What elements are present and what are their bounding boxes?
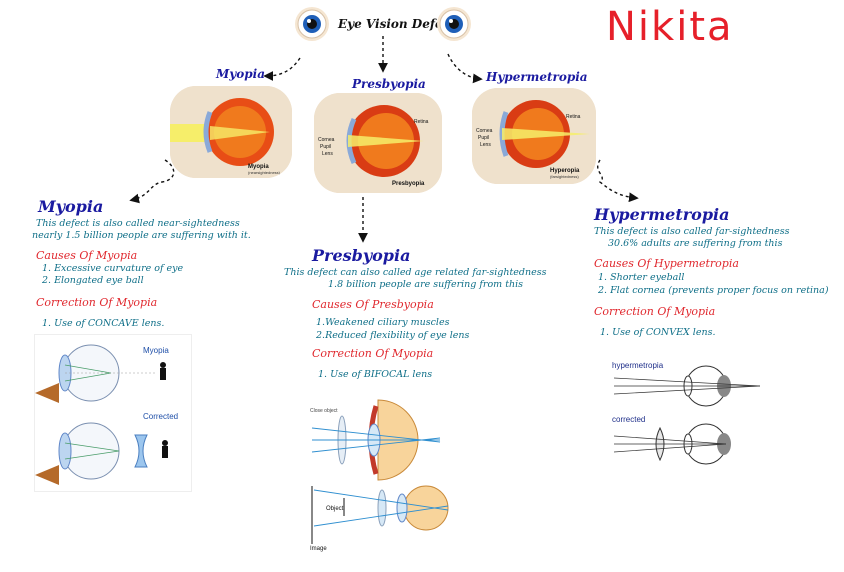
hypermetropia-correction-1: 1. Use of CONVEX lens. (600, 327, 716, 338)
myopia-desc-1: This defect is also called near-sightedn… (36, 218, 240, 229)
myopia-photo-subcaption: (nearsightedness) (248, 170, 281, 175)
myopia-correction-1: 1. Use of CONCAVE lens. (42, 318, 165, 329)
hypermetropia-correction-title: Correction Of Myopia (594, 305, 716, 318)
myopia-photo-caption: Myopia (248, 164, 269, 170)
hypermetropia-desc-2: 30.6% adults are suffering from this (608, 238, 783, 249)
hypermetropia-causes-title: Causes Of Hypermetropia (594, 257, 739, 270)
presbyopia-photo-retina: Retina (414, 119, 429, 125)
branch-label-myopia: Myopia (216, 67, 265, 81)
presbyopia-correction-title: Correction Of Myopia (312, 347, 434, 360)
myopia-desc-2: nearly 1.5 billion people are suffering … (32, 230, 251, 241)
presbyopia-cause-2: 2.Reduced flexibility of eye lens (316, 330, 470, 341)
presbyopia-diagram-image-label: Image (310, 546, 327, 552)
eye-icon-right (436, 6, 472, 42)
myopia-correction-diagram: Myopia Corrected (34, 334, 192, 492)
presbyopia-photo-lens: Lens (322, 151, 333, 157)
hyperopia-eye-photo: Cornea Pupil Lens Retina Hyperopia (fars… (472, 88, 596, 184)
presbyopia-heading: Presbyopia (312, 246, 411, 265)
myopia-eye-photo: Myopia (nearsightedness) (170, 86, 292, 178)
branch-label-hypermetropia: Hypermetropia (486, 70, 588, 84)
myopia-cause-2: 2. Elongated eye ball (42, 275, 144, 286)
signature: Nikita (606, 4, 734, 50)
hypermetropia-cause-1: 1. Shorter eyeball (598, 272, 685, 283)
presbyopia-eye-photo: Cornea Pupil Lens Retina Presbyopia (314, 93, 442, 193)
hypermetropia-cause-2: 2. Flat cornea (prevents proper focus on… (598, 285, 829, 296)
hypermetropia-desc-1: This defect is also called far-sightedne… (594, 226, 790, 237)
hyperopia-photo-lens: Lens (480, 142, 491, 148)
presbyopia-photo-cornea: Cornea (318, 137, 335, 143)
eye-icon-left (294, 6, 330, 42)
hyperopia-photo-caption: Hyperopia (550, 168, 580, 174)
myopia-diagram-bottom-label: Corrected (143, 412, 178, 421)
myopia-diagram-top-label: Myopia (143, 346, 169, 355)
presbyopia-desc-2: 1.8 billion people are suffering from th… (328, 279, 524, 290)
hypermetropia-diagram-bottom-label: corrected (612, 415, 645, 424)
hyperopia-photo-cornea: Cornea (476, 128, 493, 134)
hypermetropia-diagram-top-label: hypermetropia (612, 361, 664, 370)
hyperopia-photo-subcaption: (farsightedness) (550, 174, 579, 179)
presbyopia-desc-1: This defect can also called age related … (284, 267, 547, 278)
presbyopia-diagram-close-label: Close object (310, 408, 338, 414)
myopia-correction-title: Correction Of Myopia (36, 296, 158, 309)
presbyopia-cause-1: 1.Weakened ciliary muscles (316, 317, 450, 328)
branch-label-presbyopia: Presbyopia (352, 77, 426, 91)
hypermetropia-correction-diagram: hypermetropia corrected (610, 356, 770, 468)
myopia-heading: Myopia (38, 197, 104, 216)
presbyopia-photo-caption: Presbyopia (392, 181, 425, 187)
myopia-cause-1: 1. Excessive curvature of eye (42, 263, 184, 274)
presbyopia-bifocal-diagram: Object Image (308, 482, 456, 552)
presbyopia-correction-1: 1. Use of BIFOCAL lens (318, 369, 433, 380)
myopia-causes-title: Causes Of Myopia (36, 249, 138, 262)
presbyopia-diagram-object-label: Object (326, 506, 344, 512)
page-title: Eye Vision Defects (338, 17, 463, 31)
presbyopia-photo-pupil: Pupil (320, 144, 331, 150)
hypermetropia-heading: Hypermetropia (594, 205, 730, 224)
hyperopia-photo-pupil: Pupil (478, 135, 489, 141)
hyperopia-photo-retina: Retina (566, 114, 581, 120)
presbyopia-causes-title: Causes Of Presbyopia (312, 298, 434, 311)
presbyopia-close-object-diagram: Close object (308, 398, 448, 482)
